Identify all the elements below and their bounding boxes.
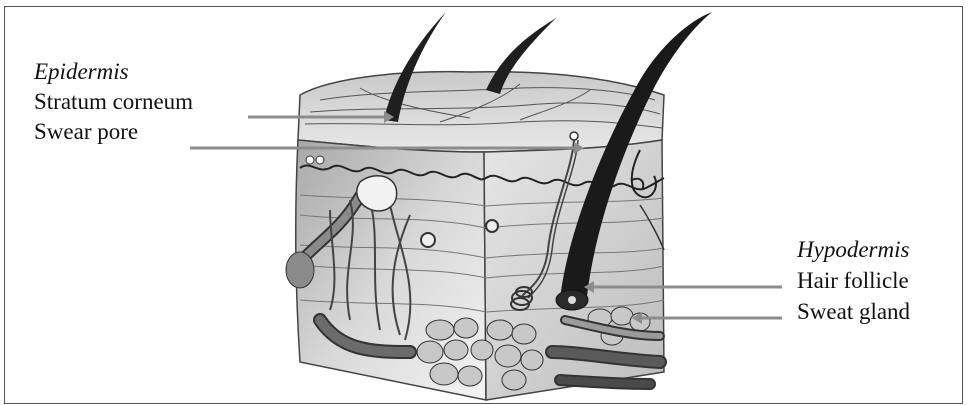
dermal-papilla [568, 296, 576, 304]
sebaceous-gland [357, 176, 397, 211]
receptor-small-2 [316, 156, 324, 164]
receptor-small-1 [306, 156, 314, 164]
receptor-left [421, 233, 435, 247]
sweat-gland-label: Sweat gland [797, 298, 910, 326]
swear-pore-label: Swear pore [34, 118, 138, 146]
epidermis-heading: Epidermis [34, 58, 129, 86]
epidermis-top-surface [298, 72, 664, 152]
stratum-corneum-label: Stratum corneum [34, 88, 193, 116]
receptor-mid [486, 220, 498, 232]
hair-follicle-label: Hair follicle [797, 267, 909, 295]
sweat-pore [570, 132, 578, 140]
vessel-bulb [286, 252, 314, 288]
hypodermis-heading: Hypodermis [797, 236, 909, 264]
